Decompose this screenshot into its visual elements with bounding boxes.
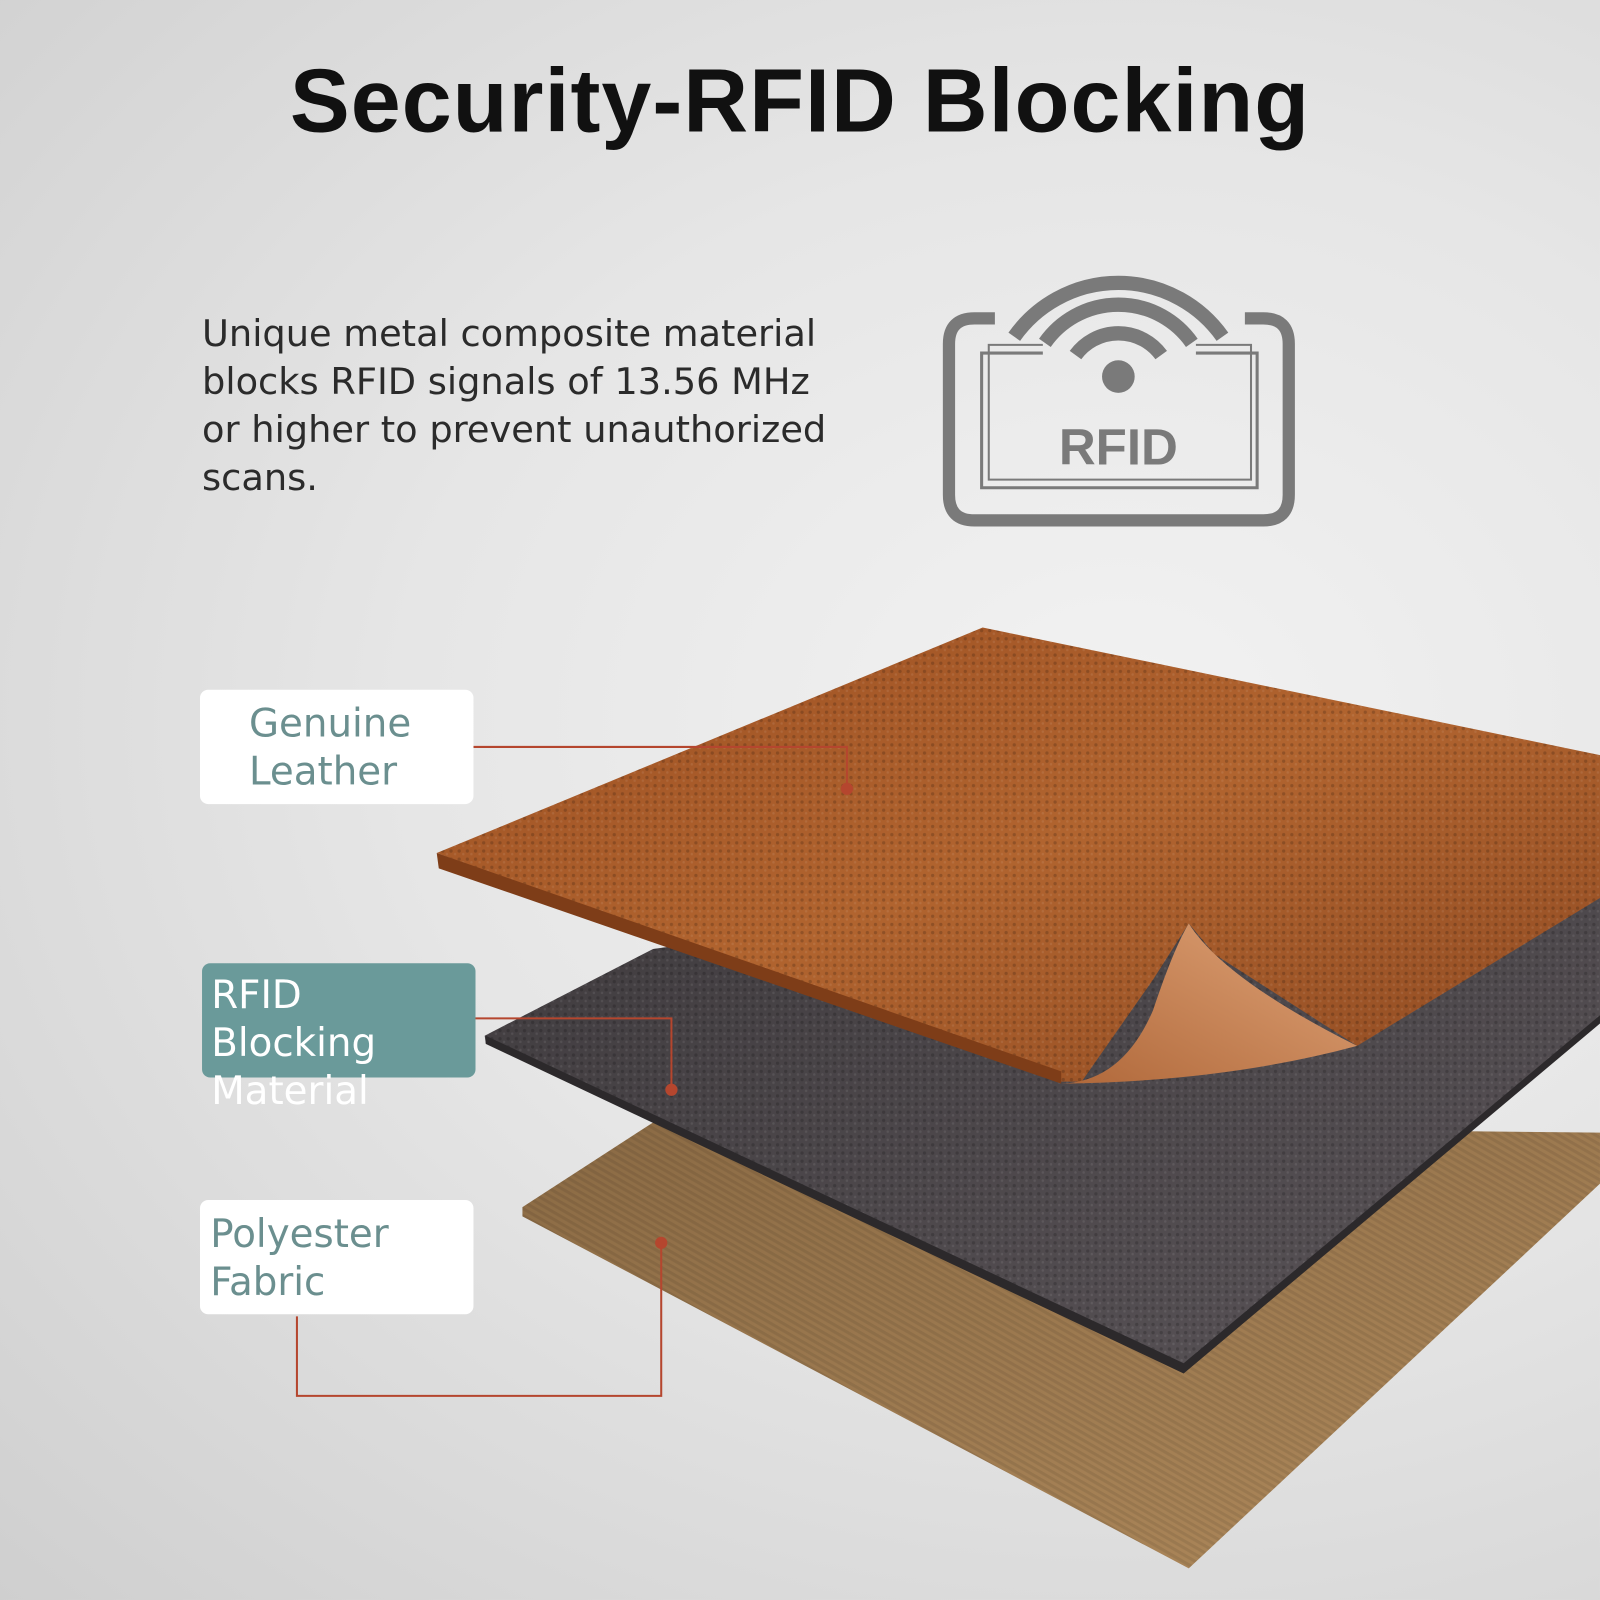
label-line: Genuine: [248, 701, 412, 746]
label-rfid-blocking-material: RFID Blocking Material: [202, 963, 476, 1113]
label-line: Leather: [248, 748, 398, 794]
page-title: Security-RFID Blocking: [289, 49, 1311, 152]
label-line: Material: [211, 1068, 369, 1114]
polyester-connector: [295, 1242, 663, 1397]
genuine-leather-layer: [436, 627, 1600, 1084]
rfid-connector: [475, 1017, 673, 1090]
polyester-dot: [655, 1236, 668, 1249]
rfid-icon-text: RFID: [1059, 418, 1178, 475]
label-line: Polyester: [210, 1211, 389, 1257]
description-text: Unique metal composite material blocks R…: [202, 313, 827, 499]
rfid-signal-card-icon: [942, 275, 1295, 527]
label-genuine-leather: Genuine Leather: [199, 689, 474, 805]
label-line: Fabric: [210, 1259, 326, 1305]
leather-dot: [840, 782, 854, 795]
label-polyester-fabric: Polyester Fabric: [199, 1199, 474, 1315]
connector-lines: [295, 745, 848, 1397]
label-line: RFID Blocking: [211, 972, 377, 1066]
leather-connector: [473, 745, 848, 789]
rfid-dot: [665, 1083, 678, 1096]
